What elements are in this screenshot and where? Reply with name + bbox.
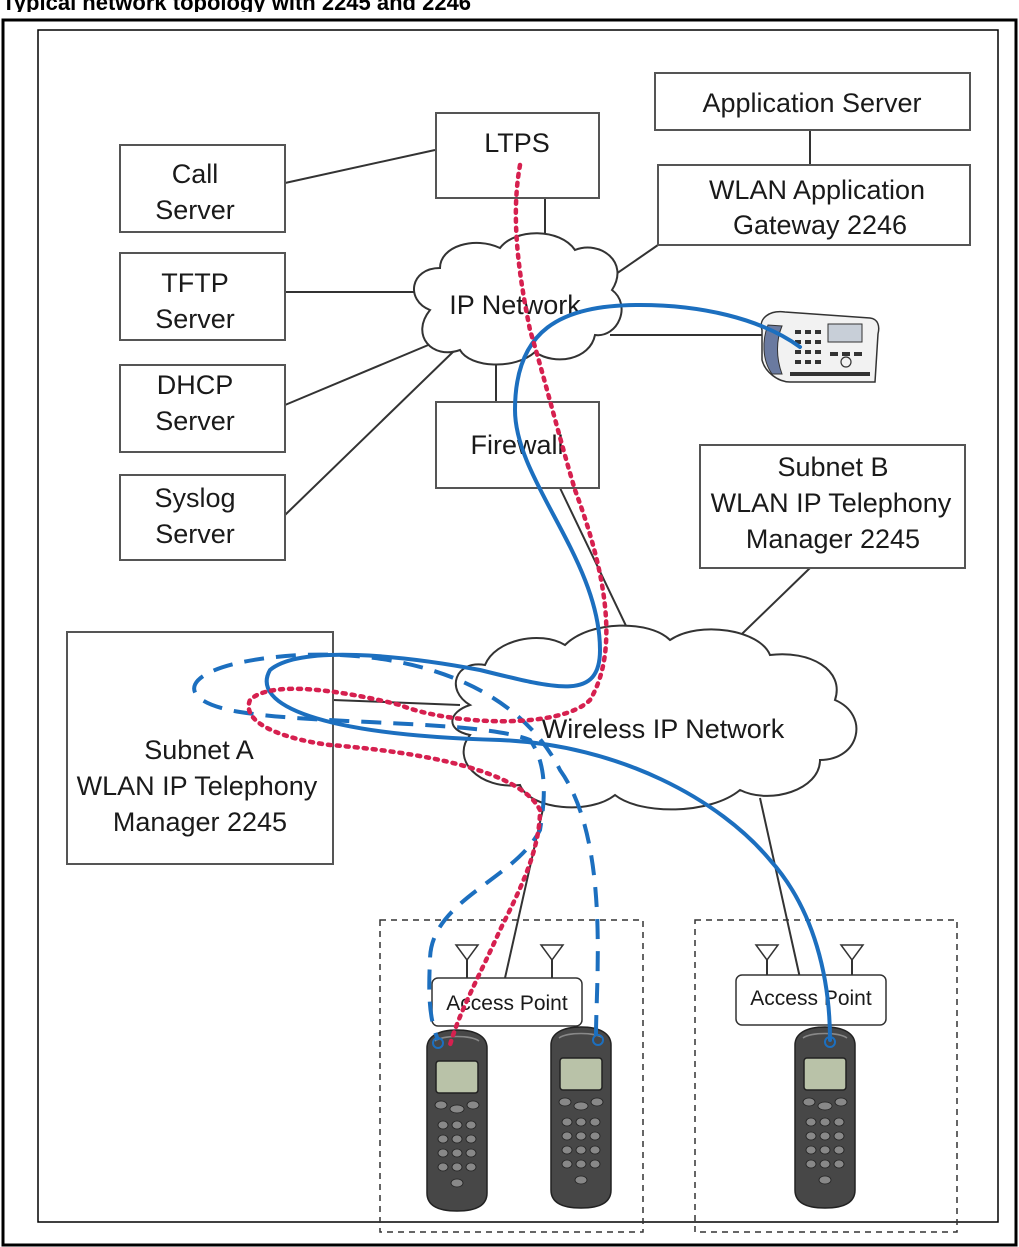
tftp-server-label-1: TFTP (161, 268, 229, 298)
dhcp-server-label-2: Server (155, 406, 235, 436)
call-server-label-2: Server (155, 195, 235, 225)
tftp-server-label-2: Server (155, 304, 235, 334)
dhcp-server-label-1: DHCP (157, 370, 234, 400)
subnet-b-label-3: Manager 2245 (746, 524, 920, 554)
call-server-label-1: Call (172, 159, 219, 189)
firewall-node: Firewall (435, 401, 600, 489)
wlan-app-gateway-node: WLAN Application Gateway 2246 (657, 164, 971, 246)
wlan-app-gateway-label-1: WLAN Application (709, 175, 925, 205)
access-point-group-2: Access Point (694, 919, 958, 1233)
syslog-server-node: Syslog Server (119, 474, 286, 561)
subnet-a-label-2: WLAN IP Telephony (77, 771, 318, 801)
page-title: Typical network topology with 2245 and 2… (2, 0, 1017, 12)
wireless-ip-network-label: Wireless IP Network (542, 714, 785, 744)
blue-solid-path (264, 302, 832, 1042)
dhcp-server-node: DHCP Server (119, 364, 286, 453)
wireless-ip-network-cloud: Wireless IP Network (451, 624, 858, 811)
application-server-label: Application Server (702, 88, 921, 118)
ip-network-label: IP Network (449, 290, 581, 320)
application-server-node: Application Server (654, 72, 971, 131)
subnet-a-node: Subnet A WLAN IP Telephony Manager 2245 (66, 631, 334, 865)
subnet-a-label-1: Subnet A (144, 735, 254, 765)
handset-connectors (432, 1034, 836, 1049)
syslog-server-label-1: Syslog (154, 483, 235, 513)
syslog-server-label-2: Server (155, 519, 235, 549)
subnet-b-node: Subnet B WLAN IP Telephony Manager 2245 (699, 444, 966, 569)
ltps-label: LTPS (484, 128, 550, 158)
desk-phone-icon (760, 310, 880, 383)
subnet-b-label-1: Subnet B (777, 452, 888, 482)
wireless-handset-1 (426, 1029, 488, 1212)
subnet-b-label-2: WLAN IP Telephony (711, 488, 952, 518)
subnet-a-label-3: Manager 2245 (113, 807, 287, 837)
tftp-server-node: TFTP Server (119, 252, 286, 341)
red-dotted-path (246, 162, 609, 1048)
blue-dashed-path (192, 652, 600, 1041)
access-point-2-label: Access Point (750, 987, 872, 1010)
wireless-handset-2 (550, 1026, 612, 1209)
access-point-1-label: Access Point (446, 992, 568, 1015)
call-server-node: Call Server (119, 144, 286, 233)
ip-network-cloud: IP Network (413, 232, 623, 366)
wlan-app-gateway-label-2: Gateway 2246 (733, 210, 907, 240)
wireless-handset-3 (794, 1026, 856, 1209)
